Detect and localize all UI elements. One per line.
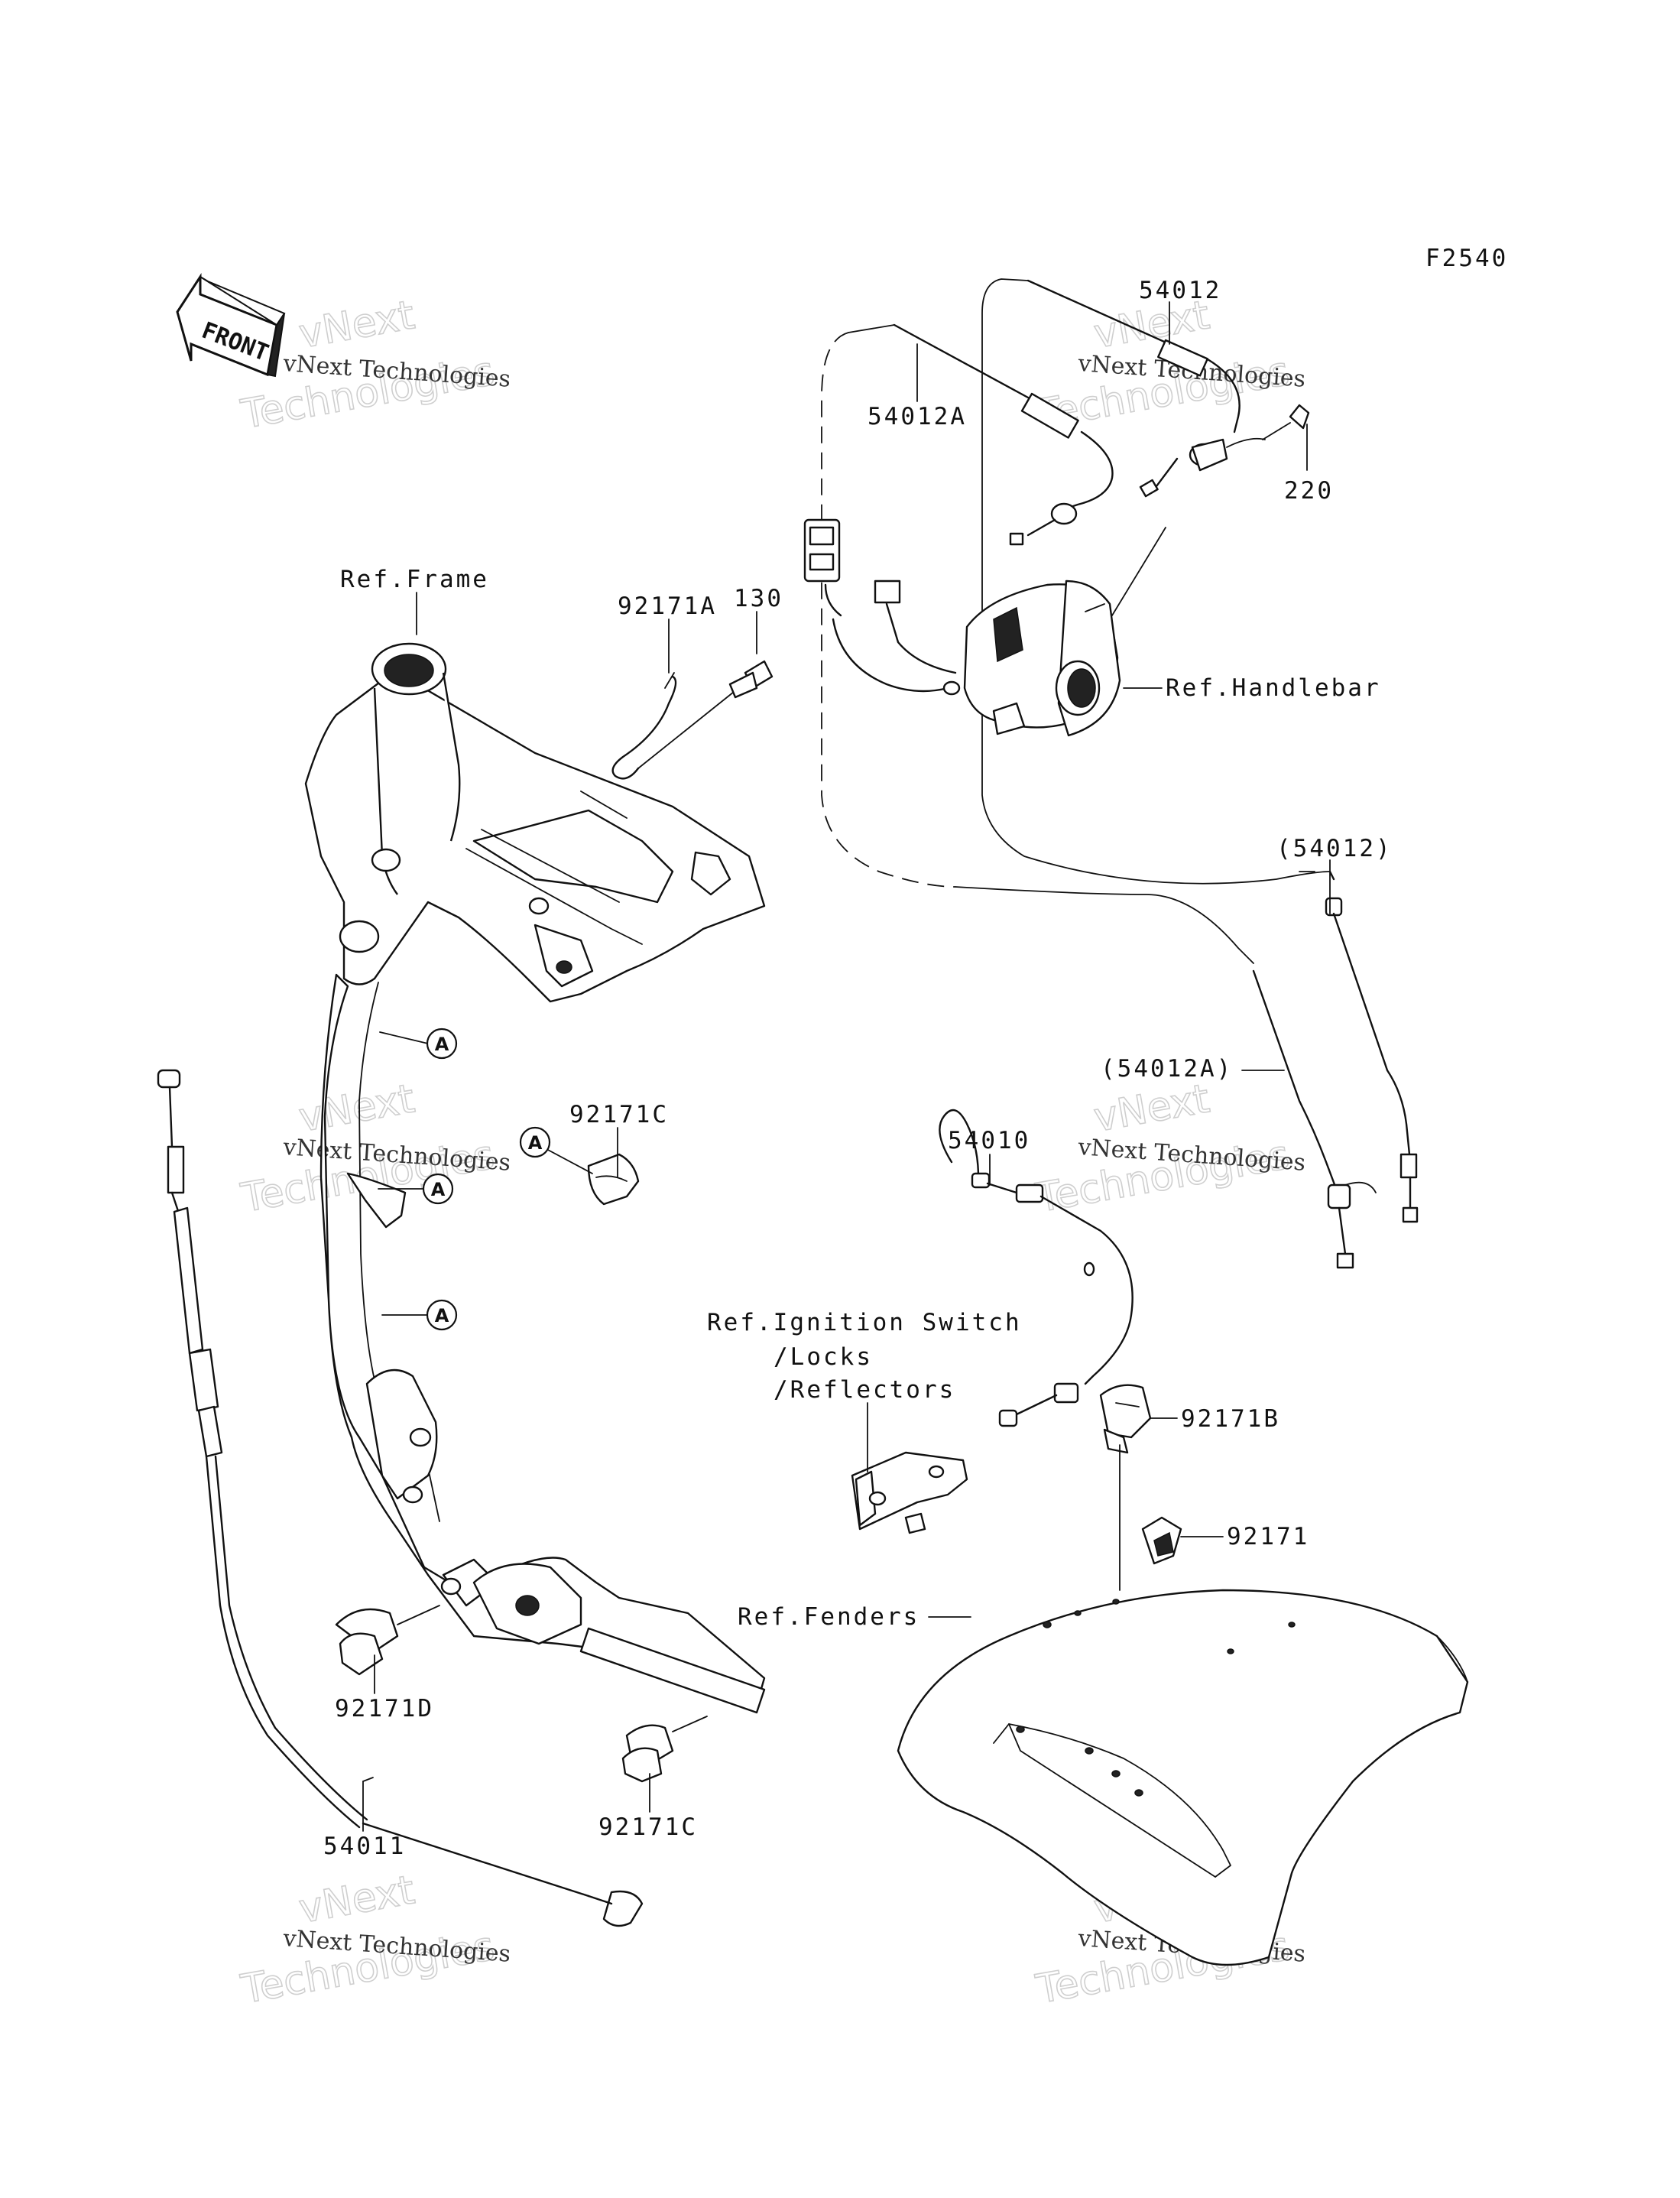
label-92171D: 92171D — [335, 1695, 434, 1722]
svg-text:A: A — [435, 1305, 449, 1326]
callout-a-2: A — [519, 1126, 551, 1158]
label-92171C-bottom: 92171C — [598, 1813, 698, 1841]
svg-text:vNext: vNext — [296, 1076, 418, 1141]
callout-a-4: A — [426, 1299, 458, 1331]
clamp-92171 — [1141, 1516, 1182, 1565]
svg-text:A: A — [431, 1179, 446, 1200]
clamp-92171C-top — [534, 1142, 640, 1206]
label-ref-ignition-2: /Locks — [774, 1343, 873, 1371]
throttle-cable-ends — [1252, 870, 1419, 1269]
label-ref-ignition-1: Ref.Ignition Switch — [707, 1309, 1022, 1336]
front-arrow-icon: FRONT — [176, 272, 286, 378]
bolt-130 — [728, 660, 774, 699]
ignition-switch-bracket — [851, 1451, 968, 1534]
fender — [897, 1589, 1469, 1966]
callout-a-3: A — [422, 1173, 454, 1205]
figure-code: F2540 — [1425, 245, 1508, 272]
bolt-220 — [1262, 404, 1310, 440]
cable-54010 — [939, 1109, 1134, 1427]
label-54012A: 54012A — [868, 403, 967, 430]
watermark-mid-right: vNext Technologies vNext Technologies — [1032, 1076, 1306, 1222]
label-54010: 54010 — [948, 1127, 1030, 1154]
clutch-cable-54011 — [157, 1069, 644, 1927]
label-130: 130 — [734, 585, 783, 612]
svg-text:A: A — [528, 1132, 543, 1154]
bracket-92171A — [611, 672, 735, 780]
label-54012-ref: (54012) — [1276, 835, 1393, 862]
throttle-cables — [821, 278, 1331, 964]
clamp-92171D — [335, 1605, 440, 1676]
frame — [304, 642, 766, 1714]
clamp-92171C-bottom — [621, 1716, 708, 1783]
label-ref-ignition-3: /Reflectors — [774, 1376, 955, 1404]
label-54012: 54012 — [1139, 277, 1221, 304]
label-54012A-ref: (54012A) — [1101, 1055, 1233, 1083]
handlebar-switch-housing — [803, 518, 1166, 737]
label-92171B: 92171B — [1181, 1405, 1280, 1433]
label-92171: 92171 — [1227, 1523, 1309, 1550]
label-54011: 54011 — [323, 1833, 406, 1860]
svg-text:vNext: vNext — [296, 292, 418, 357]
svg-text:vNext: vNext — [296, 1867, 418, 1932]
svg-text:vNext: vNext — [1091, 1076, 1213, 1141]
callout-a-1: A — [426, 1028, 458, 1060]
clamp-92171B — [1099, 1384, 1152, 1454]
label-ref-frame: Ref.Frame — [340, 566, 489, 593]
label-220: 220 — [1284, 477, 1334, 505]
leader-lines — [362, 301, 1331, 1832]
label-92171C-top: 92171C — [569, 1101, 669, 1128]
watermark-bottom-left: vNext Technologies vNext Technologies — [237, 1867, 511, 2014]
label-ref-handlebar: Ref.Handlebar — [1166, 674, 1381, 702]
svg-text:A: A — [435, 1034, 449, 1055]
label-ref-fenders: Ref.Fenders — [738, 1603, 919, 1631]
label-92171A: 92171A — [618, 593, 717, 620]
